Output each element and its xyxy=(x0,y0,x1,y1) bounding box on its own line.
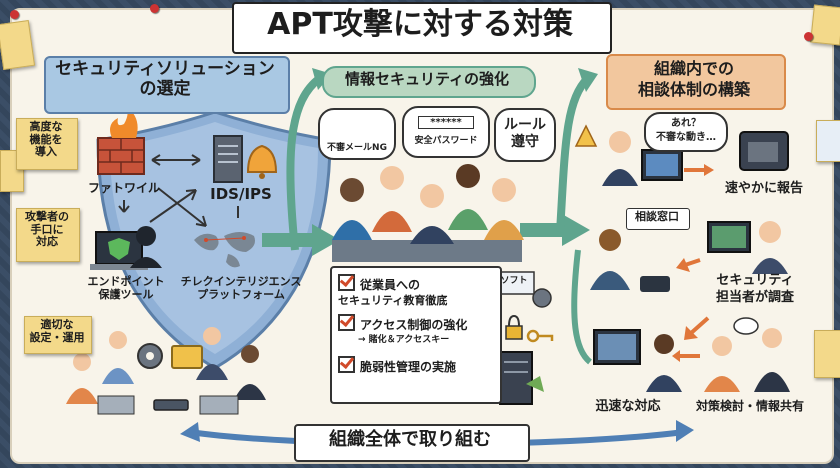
checkbox-icon xyxy=(338,356,355,373)
firewall-icon xyxy=(97,106,145,175)
right-title-line1: 組織内での xyxy=(653,59,734,78)
checklist-item-access: アクセス制御の強化 → 賭化＆アクセスキー xyxy=(338,314,498,348)
server-icon xyxy=(213,135,243,183)
firewall-label: ファトワイル xyxy=(87,181,160,195)
investigate-line1: セキュリティ xyxy=(716,273,794,288)
threat-intel-line2: プラットフォーム xyxy=(197,287,285,301)
decor-note xyxy=(814,330,840,378)
checklist-item1-line2: セキュリティ教育徹底 xyxy=(338,294,448,307)
folder-icon xyxy=(171,345,203,369)
rapid-response-label: 迅速な対応 xyxy=(595,399,661,414)
password-mask: ****** xyxy=(418,116,474,129)
alarm-bell-icon xyxy=(246,144,278,179)
rules-line1: ルール xyxy=(504,117,546,133)
team-middle xyxy=(332,164,524,262)
note-proper-settings-text: 適切な 設定・運用 xyxy=(24,318,90,344)
consult-window-sign xyxy=(626,208,690,230)
right-section-title-panel xyxy=(606,54,786,110)
threat-intel-label: チレクインテリジエンス プラットフォーム xyxy=(176,275,306,301)
key-icon xyxy=(526,329,554,343)
software-tag: ソフト xyxy=(500,276,528,286)
note-attacker-methods xyxy=(16,208,80,262)
checklist-panel xyxy=(330,266,502,404)
checklist-item1-line1: 従業員への xyxy=(360,278,421,292)
endpoint-line1: エンドポイント xyxy=(87,275,165,288)
note-line: 高度な xyxy=(29,120,63,133)
note-line: 導入 xyxy=(35,145,57,159)
phone-icon xyxy=(739,131,789,171)
checklist-item-vuln: 脆弱性管理の実施 xyxy=(338,356,498,375)
world-map-icon xyxy=(194,232,255,268)
title-panel xyxy=(232,2,612,54)
arrow-curve-right xyxy=(556,75,591,233)
arrow-curve-left xyxy=(286,74,323,251)
lock-icon xyxy=(505,314,523,340)
right-scene-response xyxy=(593,316,790,392)
share-label: 対策検討・情報共有 xyxy=(695,399,804,413)
suspicious-line2: 不審な動き… xyxy=(656,132,716,143)
right-scene-report xyxy=(574,124,714,186)
software-icon xyxy=(493,271,552,308)
endpoint-line2: 保護ツール xyxy=(98,287,154,301)
note-line: 攻撃者の xyxy=(25,210,69,223)
left-section-title-panel xyxy=(44,56,290,114)
right-section-title: 組織内での 相談体制の構築 xyxy=(606,58,782,100)
checklist-item3: 脆弱性管理の実施 xyxy=(360,360,457,374)
note-line: 適切な xyxy=(40,318,74,331)
warning-icon xyxy=(574,124,598,147)
bottom-banner xyxy=(294,424,530,462)
report-label: 速やかに報告 xyxy=(724,181,803,196)
note-line: 対応 xyxy=(36,235,58,249)
pushpin-icon xyxy=(804,32,813,41)
hacker-icon xyxy=(130,226,162,268)
email-bubble-text: 不審メールNG xyxy=(327,143,387,153)
bottom-banner-text: 組織全体で取り組む xyxy=(329,429,491,450)
rules-line2: 遵守 xyxy=(511,134,539,150)
suspicious-line1: あれ？ xyxy=(671,118,701,129)
middle-section-title: 情報セキュリティの強化 xyxy=(344,70,510,88)
threat-intel-line1: チレクインテリジエンス xyxy=(180,275,302,288)
consult-window-label: 相談窓口 xyxy=(635,210,679,223)
investigate-label: セキュリティ 担当者が調査 xyxy=(700,272,810,306)
pushpin-icon xyxy=(150,4,159,13)
middle-section-title-panel xyxy=(322,66,536,98)
note-advanced-features-text: 高度な 機能を 導入 xyxy=(16,120,76,159)
left-section-title: セキュリティソリューション の選定 xyxy=(44,59,286,99)
checkbox-icon xyxy=(338,314,355,331)
note-line: 手口に xyxy=(30,222,64,236)
checkbox-icon xyxy=(338,274,355,291)
left-title-line2: の選定 xyxy=(139,78,191,99)
investigate-line2: 担当者が調査 xyxy=(715,290,794,305)
checklist-item-education: 従業員への セキュリティ教育徹底 xyxy=(338,274,498,308)
router-icon xyxy=(153,399,189,411)
checklist-item2-sub: → 賭化＆アクセスキー xyxy=(358,335,450,345)
right-title-line2: 相談体制の構築 xyxy=(637,80,750,99)
note-line: 機能を xyxy=(29,132,63,146)
note-line: 設定・運用 xyxy=(29,330,85,344)
decor-note xyxy=(816,120,840,162)
checklist: 従業員への セキュリティ教育徹底 アクセス制御の強化 → 賭化＆アクセスキー 脆… xyxy=(338,274,498,375)
laptop-icon xyxy=(90,231,148,270)
left-title-line1: セキュリティソリューション xyxy=(55,59,275,79)
team-left xyxy=(66,327,266,415)
note-advanced-features xyxy=(16,118,78,170)
page-title: APT攻撃に対する対策 xyxy=(267,7,573,42)
suspicious-bubble: あれ？ 不審な動き… xyxy=(644,112,728,152)
server-tower-icon xyxy=(499,351,544,405)
password-bubble: ****** 安全パスワード xyxy=(402,106,490,158)
note-proper-settings xyxy=(24,316,92,354)
right-scene-consult xyxy=(590,221,788,292)
endpoint-label: エンドポイント 保護ツール xyxy=(76,275,176,301)
ids-ips-label: IDS/IPS xyxy=(210,185,272,203)
pushpin-icon xyxy=(10,10,19,19)
password-bubble-text: 安全パスワード xyxy=(414,136,478,146)
note-attacker-methods-text: 攻撃者の 手口に 対応 xyxy=(16,210,78,249)
checklist-item2: アクセス制御の強化 xyxy=(360,318,468,332)
rules-bubble: ルール 遵守 xyxy=(494,108,556,162)
email-bubble: 不審メールNG xyxy=(318,108,396,160)
gear-icon xyxy=(137,343,163,369)
